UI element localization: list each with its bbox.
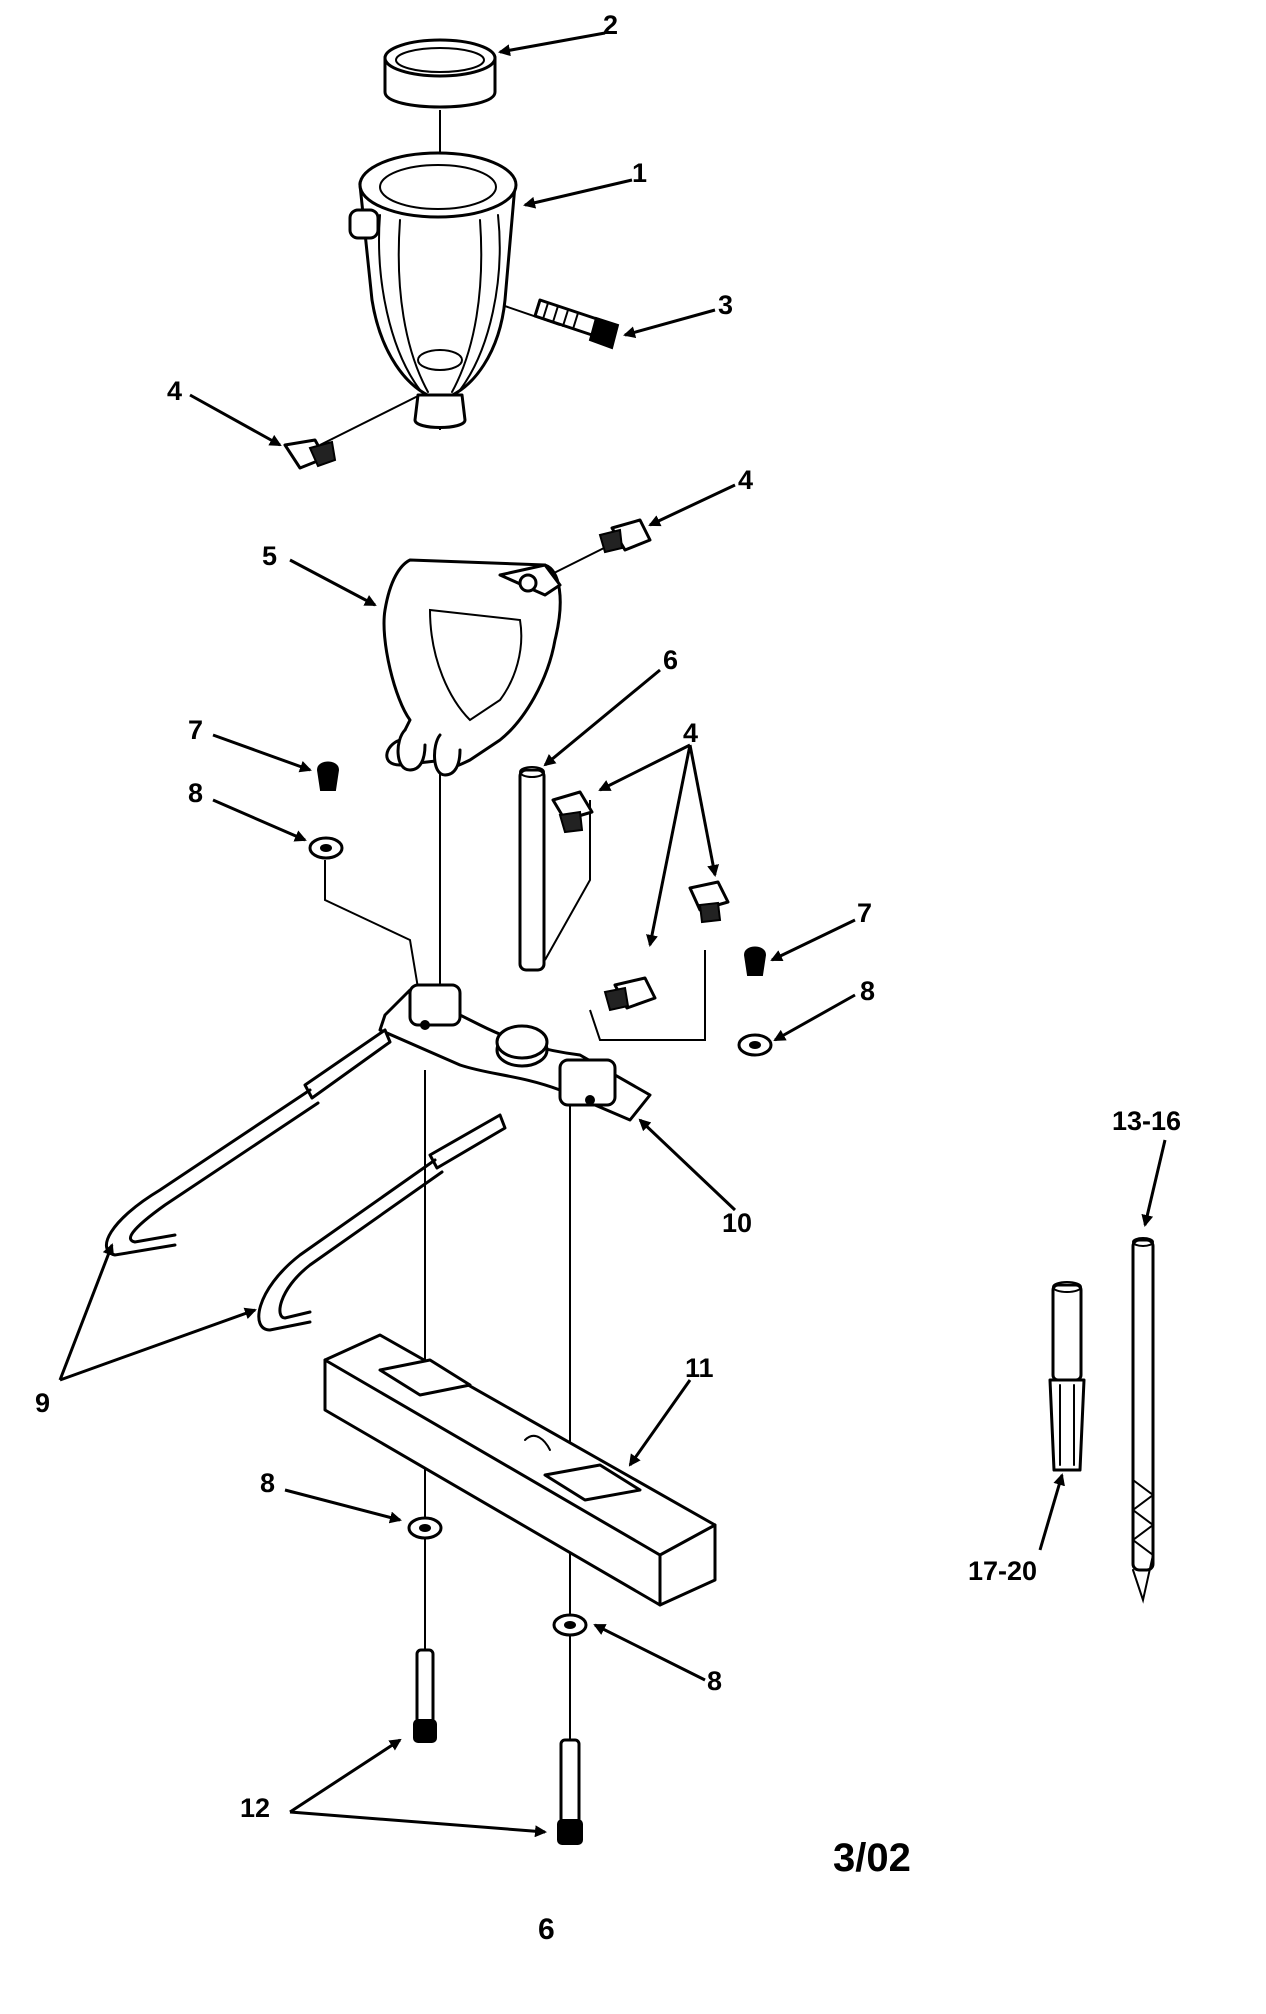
- part-12-bolt-right: [557, 1738, 583, 1845]
- label-part-8-upper-left: 8: [188, 778, 204, 808]
- label-part-8-upper-right: 8: [860, 976, 876, 1006]
- part-4-wing-nut-right-top: [598, 518, 652, 554]
- label-part-8-lower-left: 8: [260, 1468, 276, 1498]
- label-part-13-16: 13-16: [1112, 1106, 1182, 1136]
- part-4-wing-nut-mid-2: [688, 880, 730, 924]
- part-7-screw-left: [316, 761, 340, 791]
- leader-arrows: [58, 31, 1167, 1838]
- label-part-17-20: 17-20: [968, 1556, 1038, 1586]
- label-part-8-lower-right: 8: [707, 1666, 723, 1696]
- part-17-20-router-bit: [1048, 1281, 1086, 1472]
- part-7-screw-right: [743, 946, 767, 976]
- part-4-wing-nut-mid-1: [551, 790, 594, 834]
- label-part-4-group: 4: [683, 718, 699, 748]
- part-9-hook-upper: [104, 1028, 392, 1257]
- label-part-9: 9: [35, 1388, 51, 1418]
- part-13-16-drill-bit: [1131, 1237, 1155, 1604]
- label-part-10: 10: [722, 1208, 753, 1238]
- label-part-4-right: 4: [738, 465, 754, 495]
- label-part-11: 11: [685, 1353, 714, 1383]
- label-part-6: 6: [663, 645, 679, 675]
- part-4-wing-nut-mid-3: [603, 976, 657, 1012]
- part-12-bolt-left: [413, 1648, 437, 1743]
- part-8-washer-lower-left: [407, 1516, 443, 1540]
- part-6-pin: [518, 766, 546, 972]
- part-9-hook-lower: [257, 1113, 507, 1332]
- part-4-wing-nut-left: [283, 438, 337, 470]
- part-3-screw: [533, 298, 620, 350]
- label-part-7-left: 7: [188, 715, 204, 745]
- part-5-bracket: [382, 558, 562, 777]
- label-part-1: 1: [632, 158, 648, 188]
- part-1-holder: [348, 151, 518, 429]
- label-part-4-left: 4: [167, 376, 183, 406]
- label-part-7-right: 7: [857, 898, 873, 928]
- part-8-washer-right: [737, 1033, 773, 1057]
- part-11-block: [323, 1333, 717, 1607]
- part-10-base-plate: [378, 983, 652, 1122]
- part-2-ring: [383, 38, 497, 109]
- revision-date: 3/02: [833, 1836, 911, 1880]
- part-8-washer-lower-right: [552, 1613, 588, 1637]
- part-8-washer-left: [308, 836, 344, 860]
- label-part-12: 12: [240, 1793, 271, 1823]
- label-part-5: 5: [262, 541, 278, 571]
- label-part-2: 2: [603, 10, 619, 40]
- page-number: 6: [538, 1913, 555, 1946]
- label-part-3: 3: [718, 290, 734, 320]
